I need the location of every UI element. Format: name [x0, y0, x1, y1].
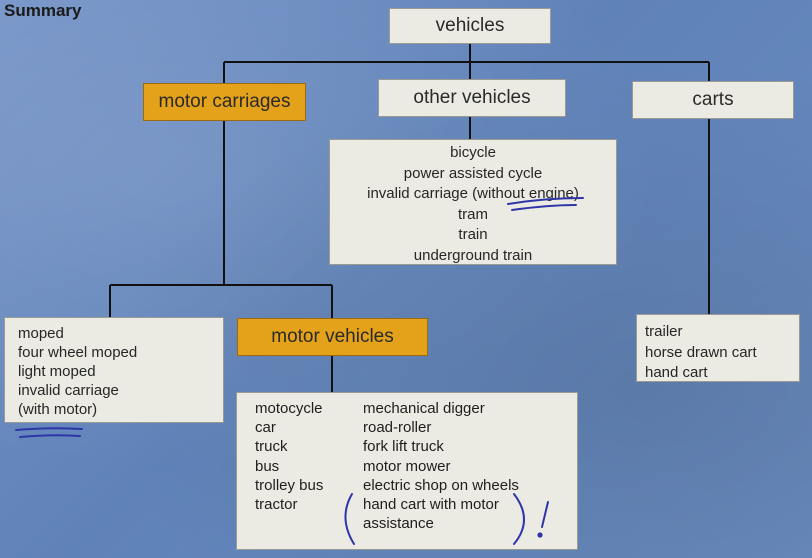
list-item: invalid carriage: [18, 382, 119, 399]
list-item: power assisted cycle: [403, 164, 543, 182]
list-item: electric shop on wheels: [363, 476, 519, 494]
motor-vehicles-column-right: mechanical digger road-roller fork lift …: [363, 399, 519, 533]
node-vehicles-label: vehicles: [435, 15, 505, 36]
list-item: four wheel moped: [18, 344, 138, 361]
list-item: underground train: [413, 246, 533, 264]
motor-vehicles-column-left: motocycle car truck bus trolley bus trac…: [255, 399, 323, 514]
carts-list: trailer horse drawn cart hand cart: [636, 314, 800, 382]
list-item: train: [458, 226, 488, 243]
list-item: tram: [458, 205, 488, 223]
list-item: moped: [18, 325, 64, 342]
list-item: car: [255, 419, 276, 437]
node-vehicles: vehicles: [389, 8, 551, 44]
node-carts: carts: [632, 81, 794, 119]
node-motor-vehicles-label: motor vehicles: [271, 326, 394, 347]
list-item: (with motor): [18, 401, 98, 418]
other-vehicles-list: bicycle power assisted cycle invalid car…: [329, 139, 617, 265]
list-item: trolley bus: [255, 476, 324, 494]
node-motor-vehicles: motor vehicles: [237, 318, 428, 356]
node-other-vehicles: other vehicles: [378, 79, 566, 117]
list-item: hand cart with motor: [363, 496, 499, 514]
list-item: horse drawn cart: [645, 343, 757, 361]
list-item: tractor: [255, 496, 298, 514]
page-title: Summary: [4, 1, 82, 20]
list-item: motor mower: [363, 457, 451, 475]
node-motor-carriages-label: motor carriages: [158, 91, 291, 112]
node-other-vehicles-label: other vehicles: [413, 87, 531, 108]
list-item: mechanical digger: [363, 400, 485, 417]
list-item: truck: [255, 438, 288, 456]
list-item: road-roller: [363, 419, 432, 437]
motor-vehicles-list: motocycle car truck bus trolley bus trac…: [236, 392, 578, 550]
list-item: motocycle: [255, 400, 323, 417]
node-carts-label: carts: [692, 89, 734, 110]
motor-carriages-list: moped four wheel moped light moped inval…: [4, 317, 224, 423]
list-item: trailer: [645, 323, 683, 340]
node-motor-carriages: motor carriages: [143, 83, 306, 121]
list-item: assistance: [363, 515, 434, 533]
list-item: light moped: [18, 363, 96, 380]
list-item: hand cart: [645, 364, 708, 381]
list-item: fork lift truck: [363, 438, 444, 456]
list-item: bus: [255, 457, 280, 475]
list-item: invalid carriage (without engine): [367, 185, 579, 202]
list-item: bicycle: [450, 144, 496, 161]
